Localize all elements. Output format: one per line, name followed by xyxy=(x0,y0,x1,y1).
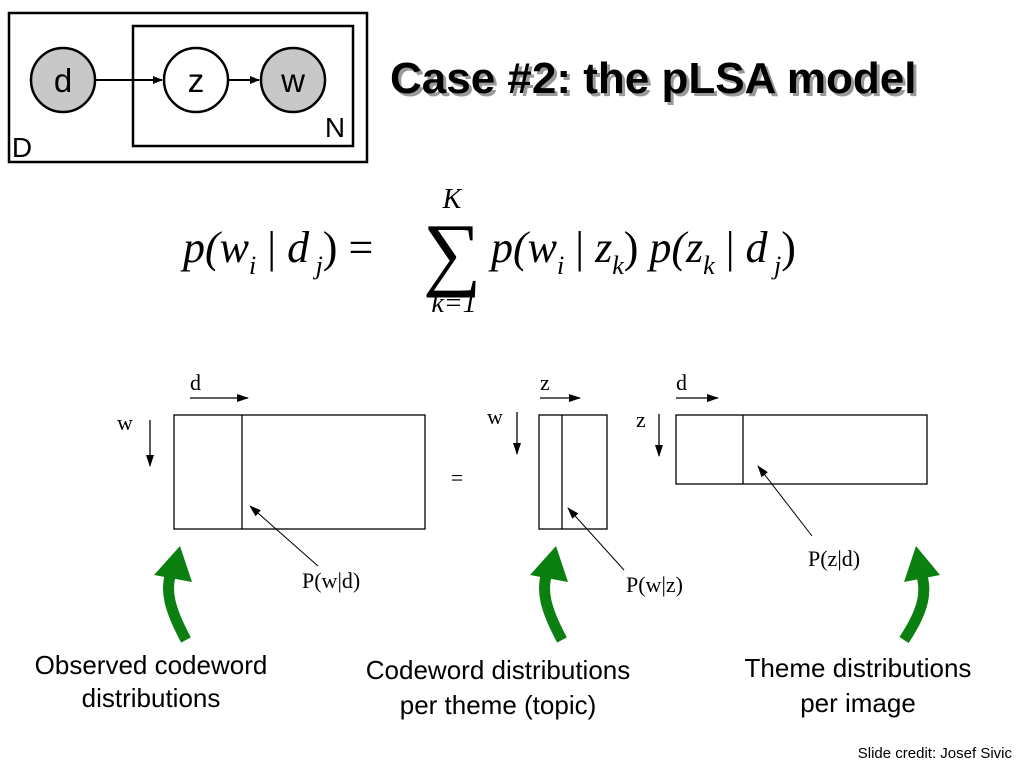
left-row-axis-label: w xyxy=(117,410,133,435)
node-w-label: w xyxy=(280,62,305,99)
left-col-axis-label: d xyxy=(190,370,201,395)
left-annotation-pointer xyxy=(249,505,319,567)
matrix-mid xyxy=(538,414,608,530)
caption-right-line2: per image xyxy=(800,688,916,718)
caption-mid-line2: per theme (topic) xyxy=(400,690,597,720)
slide-title-group: Case #2: the pLSA model Case #2: the pLS… xyxy=(390,54,920,106)
factorization: d w P(w|d) = z w P(w|z) d z P(z|d) xyxy=(117,370,928,597)
right-annotation-pointer xyxy=(757,465,813,537)
green-arrows xyxy=(154,546,940,644)
plate-outer-label: D xyxy=(12,132,32,163)
captions: Observed codeword distributions Codeword… xyxy=(35,650,972,720)
green-arrow-left xyxy=(154,546,192,643)
right-col-axis-label: d xyxy=(676,370,687,395)
node-d-label: d xyxy=(54,62,72,99)
mid-annotation-pointer xyxy=(567,507,625,571)
slide-title: Case #2: the pLSA model xyxy=(390,54,917,103)
plate-inner-label: N xyxy=(325,112,345,143)
plate-outer xyxy=(7,11,369,164)
mid-row-axis-label: w xyxy=(487,404,503,429)
equation: p(wi | d j) = ∑ K k=1 p(wi | zk) p(zk | … xyxy=(180,184,796,319)
sum-lower-limit: k=1 xyxy=(431,288,476,319)
matrix-left xyxy=(173,414,426,530)
right-row-axis-label: z xyxy=(636,407,646,432)
caption-mid-line1: Codeword distributions xyxy=(366,655,630,685)
green-arrow-mid xyxy=(530,546,568,643)
matrix-right xyxy=(675,414,928,485)
green-arrow-right xyxy=(899,546,940,644)
slide-title-shadow: Case #2: the pLSA model xyxy=(393,57,920,106)
sum-upper-limit: K xyxy=(442,184,463,215)
left-annotation: P(w|d) xyxy=(302,568,360,593)
mid-annotation: P(w|z) xyxy=(626,572,683,597)
caption-right-line1: Theme distributions xyxy=(745,653,972,683)
equals-sign: = xyxy=(451,465,463,490)
right-annotation: P(z|d) xyxy=(808,546,860,571)
equation-rhs: p(wi | zk) p(zk | d j) xyxy=(488,223,796,280)
mid-col-axis-label: z xyxy=(540,370,550,395)
node-z-label: z xyxy=(188,62,205,99)
plate-diagram: d z w N D xyxy=(7,11,369,164)
equation-lhs: p(wi | d j) = xyxy=(180,223,373,280)
plate-inner xyxy=(131,24,355,148)
slide-credit: Slide credit: Josef Sivic xyxy=(858,745,1013,762)
caption-left-line1: Observed codeword xyxy=(35,650,268,680)
caption-left-line2: distributions xyxy=(82,683,221,713)
node-w xyxy=(259,46,327,114)
sum-symbol: ∑ xyxy=(423,207,481,298)
